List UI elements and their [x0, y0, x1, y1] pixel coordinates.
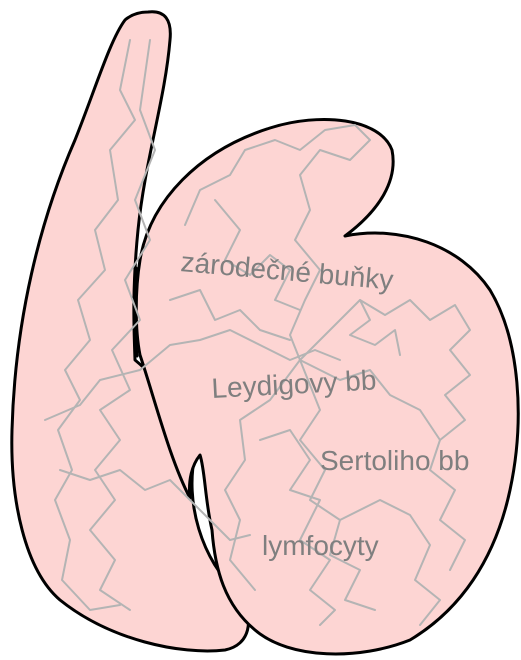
label-sertoli-cells: Sertoliho bb — [320, 445, 469, 476]
label-lymphocytes: lymfocyty — [262, 530, 379, 561]
